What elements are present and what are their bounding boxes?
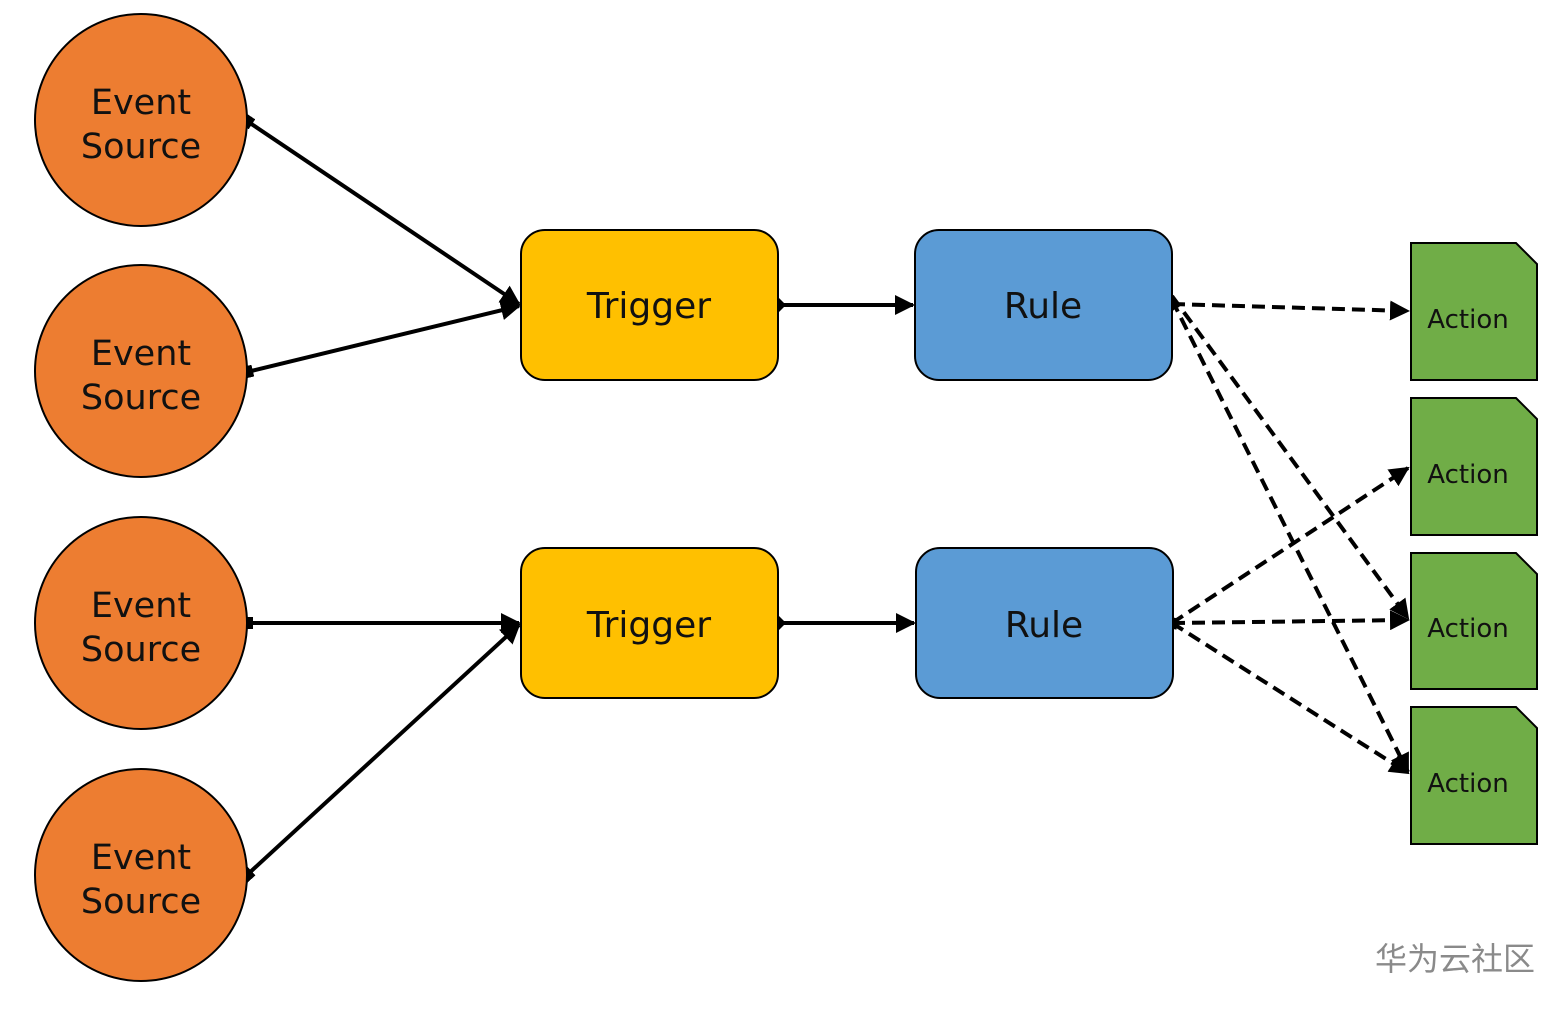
event-source-label-line1: Event bbox=[91, 586, 191, 626]
action-label: Action bbox=[1427, 614, 1508, 644]
edge-rule2-action2 bbox=[1165, 466, 1410, 630]
event-source-label-line2: Source bbox=[81, 630, 201, 670]
edge-source4-trigger2 bbox=[238, 623, 521, 884]
event-source-2: Event Source bbox=[34, 264, 248, 478]
trigger-label: Trigger bbox=[586, 286, 711, 327]
trigger-2: Trigger bbox=[520, 547, 779, 699]
trigger-label: Trigger bbox=[586, 605, 711, 646]
rule-label: Rule bbox=[1004, 286, 1082, 327]
action-1: Action bbox=[1410, 242, 1538, 381]
edge-rule2-action4 bbox=[1170, 621, 1410, 775]
event-source-label-line1: Event bbox=[91, 838, 191, 878]
rule-2: Rule bbox=[915, 547, 1174, 699]
event-source-label-line2: Source bbox=[81, 882, 201, 922]
connectors-dashed bbox=[1164, 294, 1410, 775]
action-3: Action bbox=[1410, 552, 1538, 690]
event-source-3: Event Source bbox=[34, 516, 248, 730]
action-label: Action bbox=[1427, 460, 1508, 490]
edge-source1-trigger1 bbox=[238, 112, 521, 306]
event-source-label-line2: Source bbox=[81, 127, 201, 167]
edge-rule1-action1 bbox=[1164, 296, 1410, 321]
edge-rule2-action3 bbox=[1171, 610, 1410, 631]
event-source-label-line2: Source bbox=[81, 378, 201, 418]
edge-rule1-action3 bbox=[1170, 294, 1410, 620]
watermark-text: 华为云社区 bbox=[1375, 940, 1535, 978]
rule-label: Rule bbox=[1005, 605, 1083, 646]
action-2: Action bbox=[1410, 397, 1538, 536]
event-source-1: Event Source bbox=[34, 13, 248, 227]
trigger-1: Trigger bbox=[520, 229, 779, 381]
edge-source2-trigger1 bbox=[239, 300, 521, 380]
connectors-solid bbox=[238, 112, 916, 884]
event-source-label-line1: Event bbox=[91, 334, 191, 374]
action-label: Action bbox=[1427, 769, 1508, 799]
edge-rule1-action4 bbox=[1170, 299, 1410, 774]
action-4: Action bbox=[1410, 706, 1538, 845]
rule-1: Rule bbox=[914, 229, 1173, 381]
action-label: Action bbox=[1427, 305, 1508, 335]
event-source-label-line1: Event bbox=[91, 83, 191, 123]
event-source-4: Event Source bbox=[34, 768, 248, 982]
